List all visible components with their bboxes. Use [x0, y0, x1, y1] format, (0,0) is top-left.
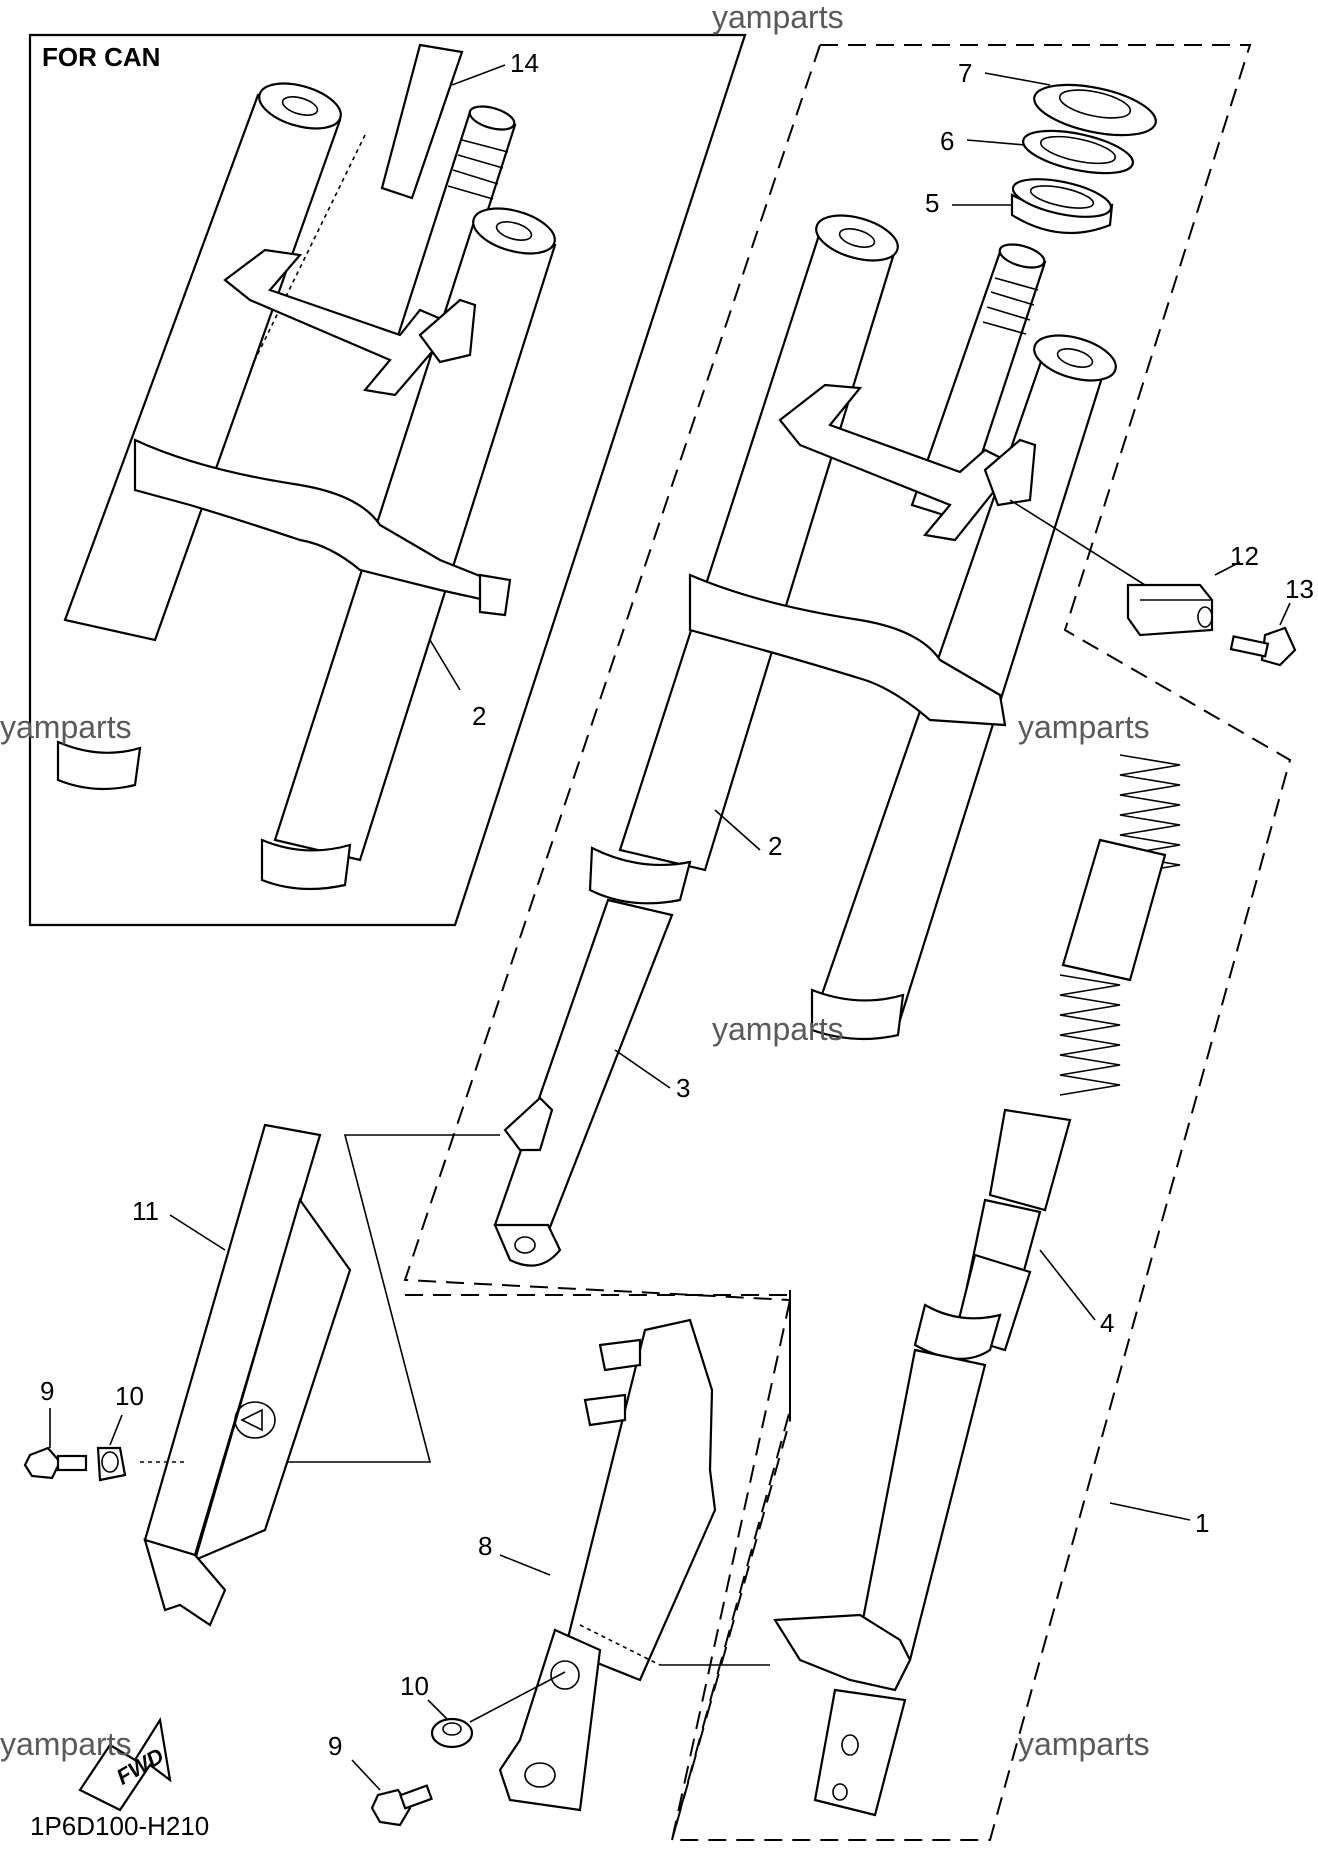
- callout-8: 8: [478, 1531, 492, 1561]
- main-under-bracket: [688, 573, 1007, 727]
- collar-part-10-bottom: [430, 1717, 474, 1749]
- callout-11: 11: [132, 1196, 159, 1226]
- watermark: yamparts: [712, 1011, 844, 1047]
- callout-9-left: 9: [40, 1376, 54, 1406]
- diagram-code: 1P6D100-H210: [30, 1811, 209, 1841]
- damper-cap-part-12: [1126, 583, 1214, 637]
- watermark: yamparts: [1018, 1726, 1150, 1762]
- callout-10-left: 10: [115, 1381, 144, 1411]
- watermark: yamparts: [1018, 709, 1150, 745]
- fork-guard-part-8: [498, 1318, 717, 1812]
- bolt-part-13: [1229, 626, 1297, 667]
- outer-tube-part-3: [493, 846, 692, 1267]
- callout-6: 6: [940, 126, 954, 156]
- collar-part-10-left: [96, 1446, 127, 1482]
- spring-spacer: [1061, 838, 1167, 982]
- callout-2: 2: [768, 831, 782, 861]
- fork-spring-lower: [1059, 974, 1121, 1096]
- bearing-part-5: [1010, 178, 1114, 235]
- inset-right-fork-tube: [260, 207, 557, 891]
- inset-panel-for-can: FOR CAN: [28, 33, 747, 927]
- bearing-cover-part-7: [1033, 83, 1157, 137]
- inset-left-fork-tube: [56, 82, 342, 791]
- damper-rod-part-4: [856, 1108, 1072, 1662]
- fork-guard-part-11: [143, 1123, 352, 1627]
- bearing-race-part-6: [1021, 129, 1135, 175]
- callout-13: 13: [1285, 574, 1314, 604]
- callout-12: 12: [1230, 541, 1259, 571]
- callout-9-bottom: 9: [328, 1731, 342, 1761]
- bolt-part-9-bottom: [370, 1784, 433, 1827]
- watermark: yamparts: [712, 0, 844, 35]
- watermark: yamparts: [0, 1726, 132, 1762]
- watermark: yamparts: [0, 709, 132, 745]
- main-left-fork-tube: [618, 214, 899, 872]
- callout-1: 1: [1195, 1508, 1209, 1538]
- pointer-bracket-to-guard: [180, 1134, 500, 1463]
- inset-title: FOR CAN: [42, 42, 160, 72]
- callout-7: 7: [958, 58, 972, 88]
- callout-3: 3: [676, 1073, 690, 1103]
- callout-4: 4: [1100, 1308, 1114, 1338]
- bolt-part-9-left: [23, 1446, 88, 1480]
- callout-14: 14: [510, 48, 539, 78]
- callout-5: 5: [925, 188, 939, 218]
- callout-10-bottom: 10: [400, 1671, 429, 1701]
- fwd-arrow-icon: FWD: [78, 1716, 172, 1812]
- main-fork-lower-foot: [773, 1613, 912, 1817]
- decal-part-14: [380, 43, 464, 200]
- callout-2-inset: 2: [472, 701, 486, 731]
- front-fork-assembly-box: [403, 44, 1292, 1841]
- inset-under-bracket: [133, 438, 492, 602]
- inset-upper-bracket: [223, 248, 457, 397]
